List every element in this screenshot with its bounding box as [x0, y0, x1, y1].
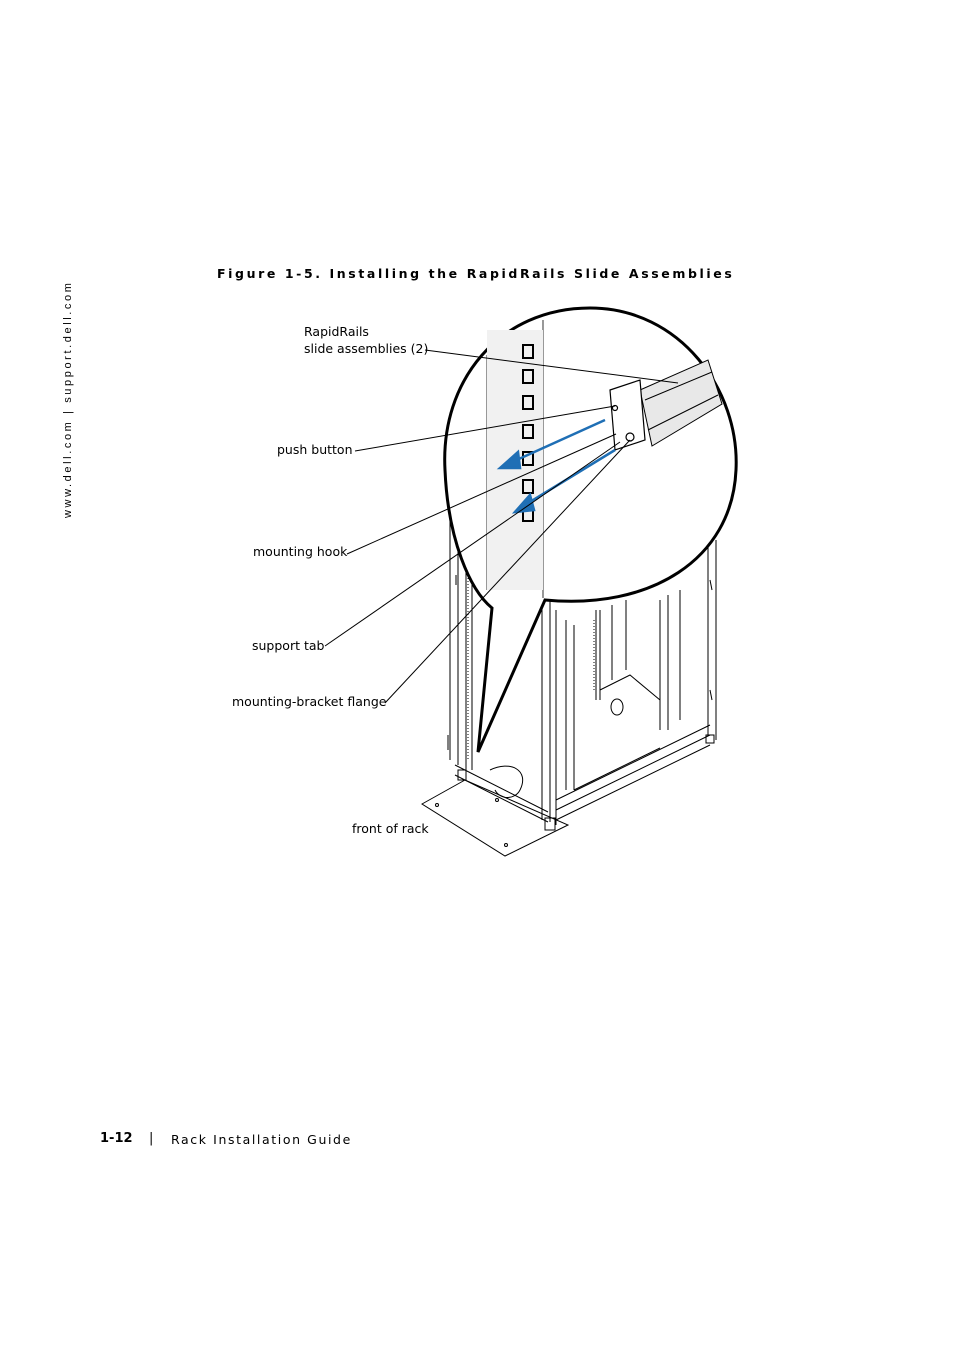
page-number: 1-12 [100, 1131, 133, 1146]
footer-separator: | [149, 1131, 154, 1146]
magnified-detail [443, 306, 738, 753]
callout-rapidrails: RapidRails slide assemblies (2) [304, 323, 428, 357]
callout-rapidrails-line1: RapidRails [304, 324, 369, 339]
mounting-bracket [609, 379, 646, 451]
callout-push-button: push button [277, 442, 353, 457]
callout-rapidrails-line2: slide assemblies (2) [304, 341, 429, 356]
floor-plate [421, 779, 570, 857]
callout-support-tab: support tab [252, 638, 325, 653]
callout-front-of-rack: front of rack [352, 821, 429, 836]
rack-frame [447, 520, 717, 831]
insertion-arrows [496, 418, 616, 514]
figure-title: Figure 1-5. Installing the RapidRails Sl… [217, 266, 735, 281]
callout-mounting-bracket-flange: mounting-bracket flange [232, 694, 387, 709]
rail-holes [522, 344, 534, 522]
leader-lines [324, 349, 679, 704]
callout-mounting-hook: mounting hook [253, 544, 348, 559]
slide-rail [639, 359, 723, 447]
guide-title: Rack Installation Guide [171, 1132, 352, 1147]
